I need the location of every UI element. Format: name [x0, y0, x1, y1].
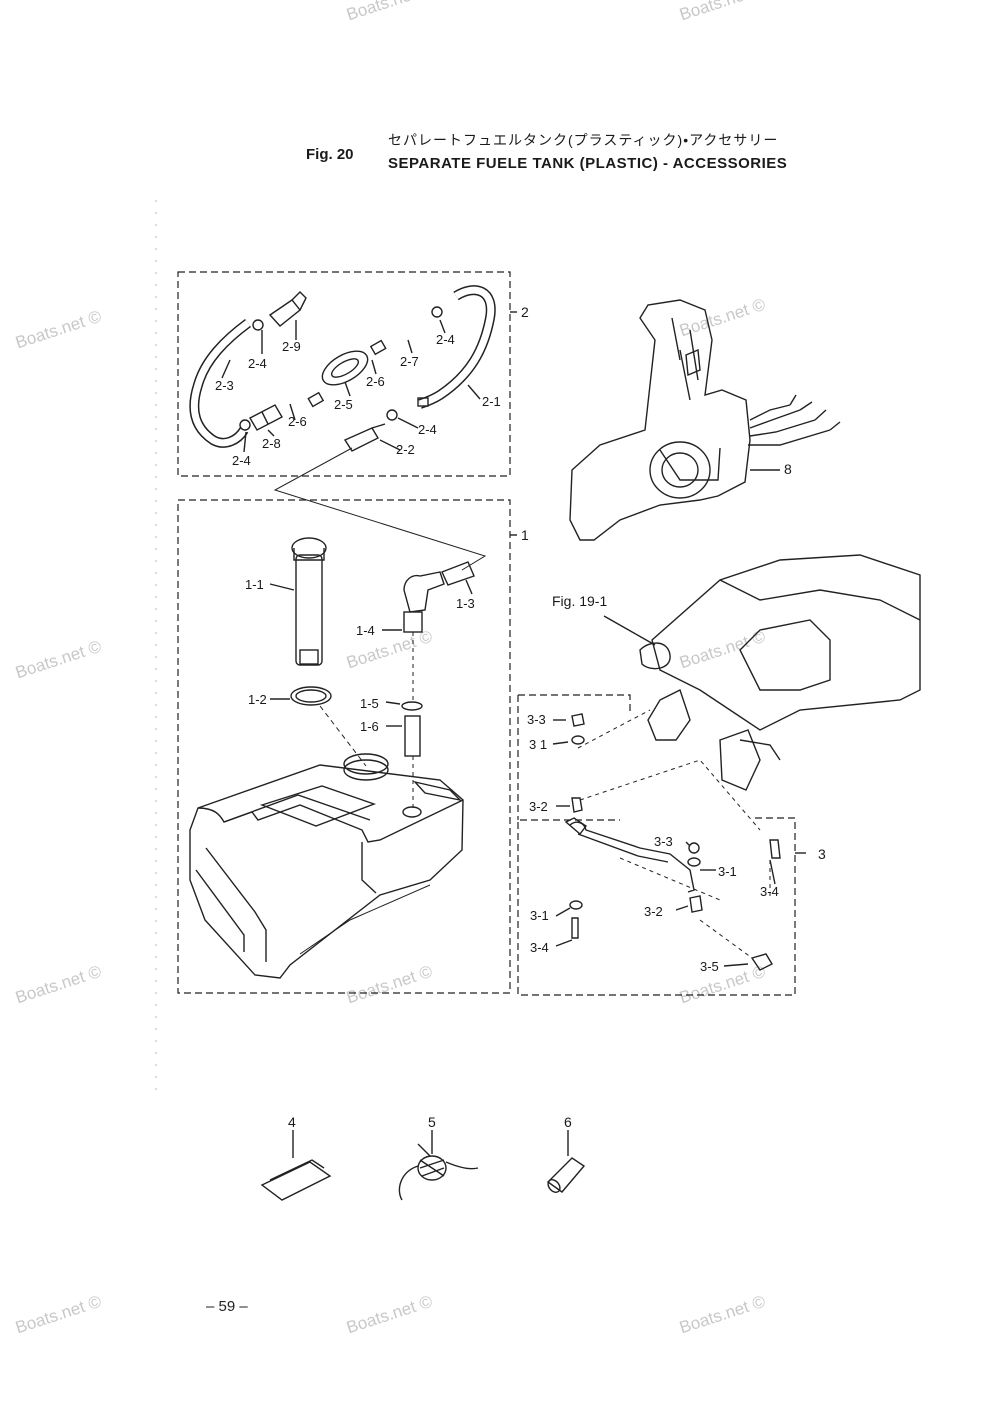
connector-2-2: [343, 427, 379, 452]
remote-control-box: [569, 299, 751, 541]
fuel-gauge: [295, 554, 323, 666]
quick-connector-1-3: [441, 561, 475, 586]
callout-3-5: 3-5: [700, 959, 719, 974]
callout-1-2: 1-2: [248, 692, 267, 707]
link-rod: [569, 821, 695, 893]
callout-3-4: 3-4: [760, 884, 779, 899]
spare-part-cylinder: [546, 1157, 586, 1193]
callout-2-6: 2-6: [366, 374, 385, 389]
callout-2-8: 2-8: [262, 436, 281, 451]
elbow-fitting: [403, 571, 445, 613]
callout-2-6: 2-6: [288, 414, 307, 429]
callout-1-1: 1-1: [245, 577, 264, 592]
callout-2-7: 2-7: [400, 354, 419, 369]
callout-3-2: 3-2: [529, 799, 548, 814]
callout-2-2: 2-2: [396, 442, 415, 457]
callout-3-3: 3-3: [527, 712, 546, 727]
callout-2-9: 2-9: [282, 339, 301, 354]
group-3-dashed-box: [517, 694, 796, 996]
callout-2-4: 2-4: [248, 356, 267, 371]
callout-3-1: 3-1: [530, 908, 549, 923]
callout-3-2: 3-2: [644, 904, 663, 919]
callout-2-4: 2-4: [418, 422, 437, 437]
callout-1-5: 1-5: [360, 696, 379, 711]
callout-2-4: 2-4: [232, 453, 251, 468]
title-japanese: セパレートフュエルタンク(プラスティック)•アクセサリー: [388, 132, 779, 148]
nut-3-5: [750, 953, 773, 971]
callout-fig-19-1: Fig. 19-1: [552, 593, 607, 609]
figure-number: Fig. 20: [306, 146, 354, 163]
fuel-tank: [189, 764, 464, 979]
engine-bracket: [651, 554, 921, 731]
primer-bulb: [321, 350, 369, 386]
callout-3-1: 3 1: [529, 737, 547, 752]
spring-cord: [417, 1155, 447, 1181]
group-1-dashed-box: [177, 499, 511, 994]
group-2-dashed-box: [177, 271, 511, 477]
callout-3: 3: [818, 846, 826, 862]
callout-8: 8: [784, 461, 792, 477]
callout-3-3: 3-3: [654, 834, 673, 849]
callout-1-6: 1-6: [360, 719, 379, 734]
callout-4: 4: [288, 1114, 296, 1130]
callout-2-1: 2-1: [482, 394, 501, 409]
title-english: SEPARATE FUELE TANK (PLASTIC) - ACCESSOR…: [388, 155, 788, 172]
tool-bag: [260, 1161, 332, 1201]
callout-5: 5: [428, 1114, 436, 1130]
callout-1-3: 1-3: [456, 596, 475, 611]
fuel-filter: [404, 715, 421, 757]
page-number: – 59 –: [206, 1298, 248, 1315]
o-ring: [290, 686, 332, 706]
callout-3-4: 3-4: [530, 940, 549, 955]
callout-6: 6: [564, 1114, 572, 1130]
connector-2-8: [249, 404, 283, 431]
callout-2-4: 2-4: [436, 332, 455, 347]
callout-3-1: 3-1: [718, 864, 737, 879]
callout-2: 2: [521, 304, 529, 320]
callout-2-3: 2-3: [215, 378, 234, 393]
callout-2-5: 2-5: [334, 397, 353, 412]
callout-1: 1: [521, 527, 529, 543]
callout-1-4: 1-4: [356, 623, 375, 638]
